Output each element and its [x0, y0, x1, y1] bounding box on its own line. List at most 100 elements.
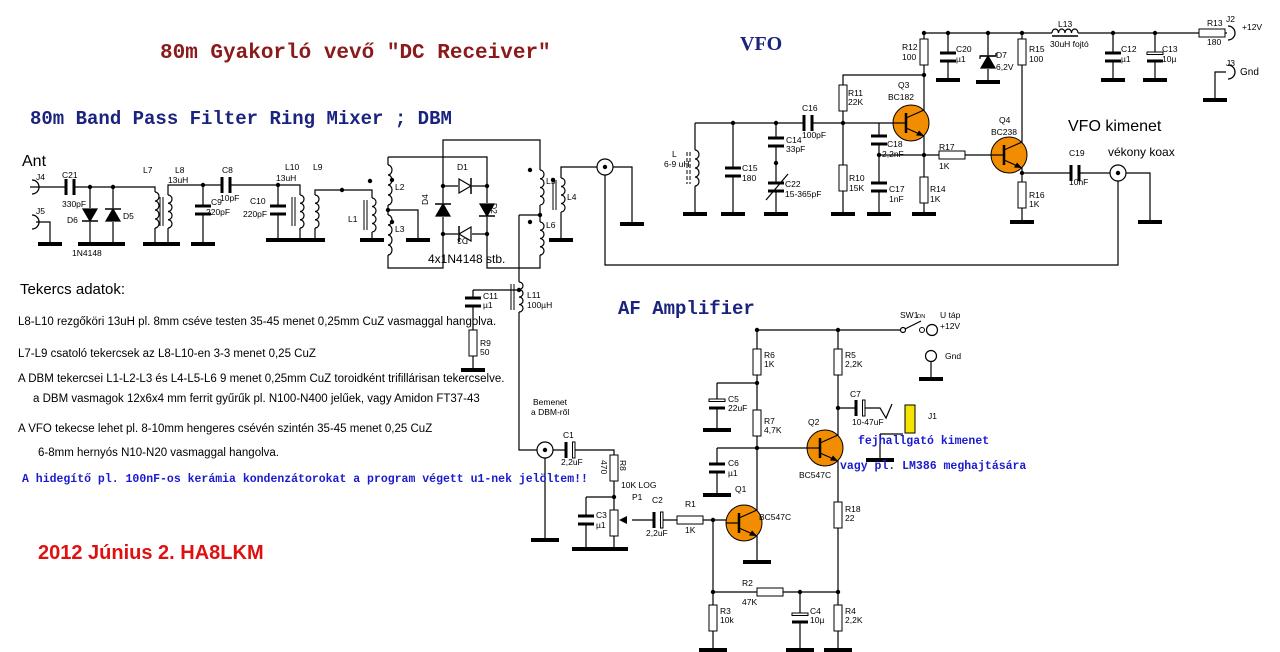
part-label-r1-value: 1K	[685, 525, 696, 535]
capacitor-plate	[564, 442, 568, 458]
capacitor-plate	[871, 142, 887, 146]
electrolytic-capacitor	[708, 398, 726, 410]
jack-connector	[1227, 64, 1236, 80]
part-label-q1-value: BC547C	[759, 512, 791, 522]
resistor	[1198, 28, 1226, 38]
coil-notes: Tekercs adatok: L8-L10 rezgőköri 13uH pl…	[18, 281, 588, 486]
junction-dot	[367, 178, 373, 184]
part-label-r10-ref: R10	[849, 173, 865, 183]
ground-symbol	[78, 242, 102, 246]
junction-dot	[550, 177, 556, 183]
ground-symbol	[266, 238, 290, 242]
inductor	[694, 149, 700, 187]
part-label-l8-ref: L8	[175, 165, 185, 175]
part-label-c3-ref: C3	[596, 510, 607, 520]
capacitor-plate	[660, 511, 664, 529]
resistor	[609, 509, 619, 537]
capacitor-gap	[577, 517, 595, 523]
part-label-c1-value: 2,2uF	[561, 457, 583, 467]
part-label-c5-value: 22uF	[728, 403, 747, 413]
part-label-c11-value: µ1	[483, 300, 493, 310]
part-label-c3-value: µ1	[596, 520, 606, 530]
emitter-arrow-icon	[916, 130, 924, 136]
junction-dot	[1115, 170, 1121, 176]
part-label-r2-ref: R2	[742, 578, 753, 588]
ground-symbol	[699, 648, 727, 652]
terminal	[924, 349, 938, 363]
ground-symbol	[976, 80, 1000, 84]
capacitor-plate	[465, 304, 481, 308]
junction-dot	[985, 30, 991, 36]
part-label-r17-value: 1K	[939, 161, 950, 171]
part-label-d1-ref: D1	[457, 162, 468, 172]
part-label-q4-value: BC238	[991, 127, 1017, 137]
part-label-l-ref: L	[672, 149, 677, 159]
diode	[81, 208, 99, 223]
ground-symbol	[936, 78, 960, 82]
jack-connector	[1227, 25, 1236, 41]
capacitor-plate	[228, 177, 232, 193]
part-label-l11-ref: L11	[527, 290, 541, 300]
diode-triangle	[458, 177, 473, 195]
part-label-j1-ref: J1	[928, 411, 937, 421]
emitter-arrow-icon	[1014, 162, 1022, 168]
vfo-title: VFO	[740, 33, 782, 55]
ground-symbol	[156, 242, 180, 246]
ground-symbol	[867, 212, 891, 216]
capacitor-gap	[939, 54, 957, 60]
ground-symbol	[38, 242, 62, 246]
part-label-c6-ref: C6	[728, 458, 739, 468]
resistor	[838, 164, 848, 192]
part-label-r14-value: 1K	[930, 194, 941, 204]
part-label-l4-ref: L4	[567, 192, 577, 202]
supply-label: U táp	[940, 310, 961, 320]
capacitor-gap	[655, 511, 661, 529]
junction-dot	[710, 517, 716, 523]
inductor	[539, 169, 545, 206]
capacitor-plate	[465, 296, 481, 300]
capacitor-plate	[1147, 59, 1163, 63]
part-label-r15-value: 100	[1029, 54, 1043, 64]
capacitor	[64, 178, 76, 196]
junction-dot	[537, 212, 543, 218]
coax-label: vékony koax	[1108, 145, 1175, 159]
part-label-r2-value: 47K	[742, 597, 757, 607]
headphone-output-label: fejhallgató kimenet	[858, 435, 989, 448]
part-label-c11-ref: C11	[483, 291, 498, 301]
diode-triangle	[457, 225, 472, 243]
wire	[36, 221, 51, 242]
capacitor-plate	[940, 51, 956, 55]
note-line: L8-L10 rezgőköri 13uH pl. 8mm cséve test…	[18, 316, 496, 328]
wire	[388, 209, 419, 238]
part-label-r8-ref: R8	[618, 460, 628, 471]
ground-symbol	[866, 458, 894, 462]
capacitor-plate	[854, 400, 858, 416]
capacitor-gap	[1104, 54, 1122, 60]
junction-dot	[440, 183, 446, 189]
ground-symbol	[764, 212, 788, 216]
part-label-c16-ref: C16	[802, 103, 818, 113]
resistor	[938, 150, 966, 160]
capacitor	[269, 204, 287, 216]
ground-symbol	[919, 377, 943, 381]
capacitor-plate	[195, 212, 211, 216]
ground-symbol	[531, 538, 559, 542]
capacitor	[767, 136, 785, 148]
part-label-c15-ref: C15	[742, 163, 758, 173]
part-label-c22-value: 15-365pF	[785, 189, 821, 199]
capacitor-gap	[1072, 164, 1078, 182]
part-label-d2-ref: D2	[489, 203, 499, 214]
part-label-c17-value: 1nF	[889, 194, 904, 204]
zener-bar	[979, 53, 997, 59]
part-label-q3-value: BC182	[888, 92, 914, 102]
part-label-r4-ref: R4	[845, 606, 856, 616]
part-label-c9-ref: C9	[211, 197, 222, 207]
inductor	[167, 194, 173, 229]
ground-symbol	[143, 242, 167, 246]
part-label-l13-value: 30uH fojtó	[1050, 39, 1089, 49]
emitter-arrow-icon	[830, 455, 838, 461]
resistor	[676, 515, 704, 525]
capacitor-plate	[572, 441, 576, 459]
transistor-collector	[819, 430, 839, 444]
resistor	[752, 348, 762, 376]
